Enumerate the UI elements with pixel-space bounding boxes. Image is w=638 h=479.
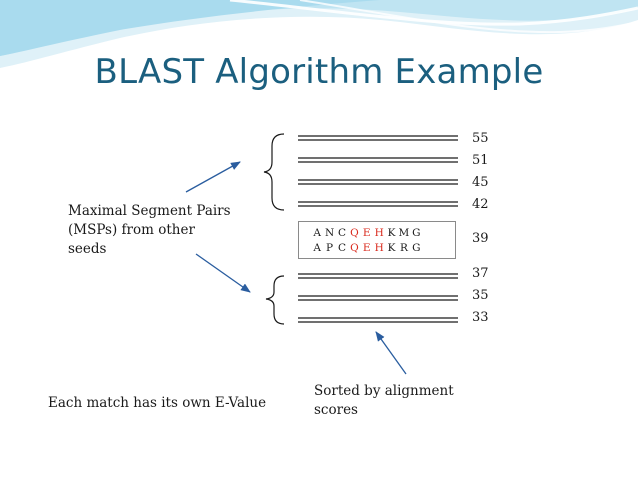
slide-title: BLAST Algorithm Example xyxy=(94,52,544,92)
arrow-to-upper-brace xyxy=(185,161,241,193)
upper-brace xyxy=(263,133,285,211)
residue: A xyxy=(313,227,321,239)
residue: H xyxy=(374,227,384,239)
residue: M xyxy=(398,227,410,239)
sorted-label-line-1: Sorted by alignment xyxy=(314,383,454,399)
arrow-to-sorted-lines xyxy=(375,331,407,375)
arrow-to-lower-brace xyxy=(195,253,251,293)
score-lower-1: 37 xyxy=(472,266,489,281)
score-upper-2: 51 xyxy=(472,153,489,168)
msp-label-line-1: Maximal Segment Pairs xyxy=(68,203,231,219)
residue: C xyxy=(337,242,346,254)
evalue-label: Each match has its own E-Value xyxy=(48,395,267,411)
residue: E xyxy=(362,242,371,254)
msp-label: Maximal Segment Pairs (MSPs) from other … xyxy=(68,202,268,259)
residue: E xyxy=(362,227,371,239)
score-upper-1: 55 xyxy=(472,131,489,146)
lower-brace xyxy=(265,275,285,325)
residue: Q xyxy=(350,242,359,254)
residue: A xyxy=(313,242,321,254)
residue: C xyxy=(337,227,346,239)
residue: Q xyxy=(350,227,359,239)
residue: K xyxy=(387,227,396,239)
residue: G xyxy=(412,227,421,239)
score-upper-3: 45 xyxy=(472,175,489,190)
msp-label-line-3: seeds xyxy=(68,241,107,257)
header-swoosh xyxy=(0,0,638,68)
lower-msp-lines xyxy=(298,273,458,323)
sorted-label-line-2: scores xyxy=(314,402,358,418)
score-lower-3: 33 xyxy=(472,310,489,325)
upper-msp-lines xyxy=(298,135,458,207)
score-middle: 39 xyxy=(472,231,489,246)
residue: R xyxy=(399,242,408,254)
residue: H xyxy=(374,242,384,254)
msp-label-line-2: (MSPs) from other xyxy=(68,222,195,238)
residue: N xyxy=(324,227,335,239)
sorted-label: Sorted by alignment scores xyxy=(314,382,474,420)
score-lower-2: 35 xyxy=(472,288,489,303)
residue: K xyxy=(387,242,396,254)
score-upper-4: 42 xyxy=(472,197,489,212)
residue: P xyxy=(326,242,334,254)
residue: G xyxy=(412,242,421,254)
